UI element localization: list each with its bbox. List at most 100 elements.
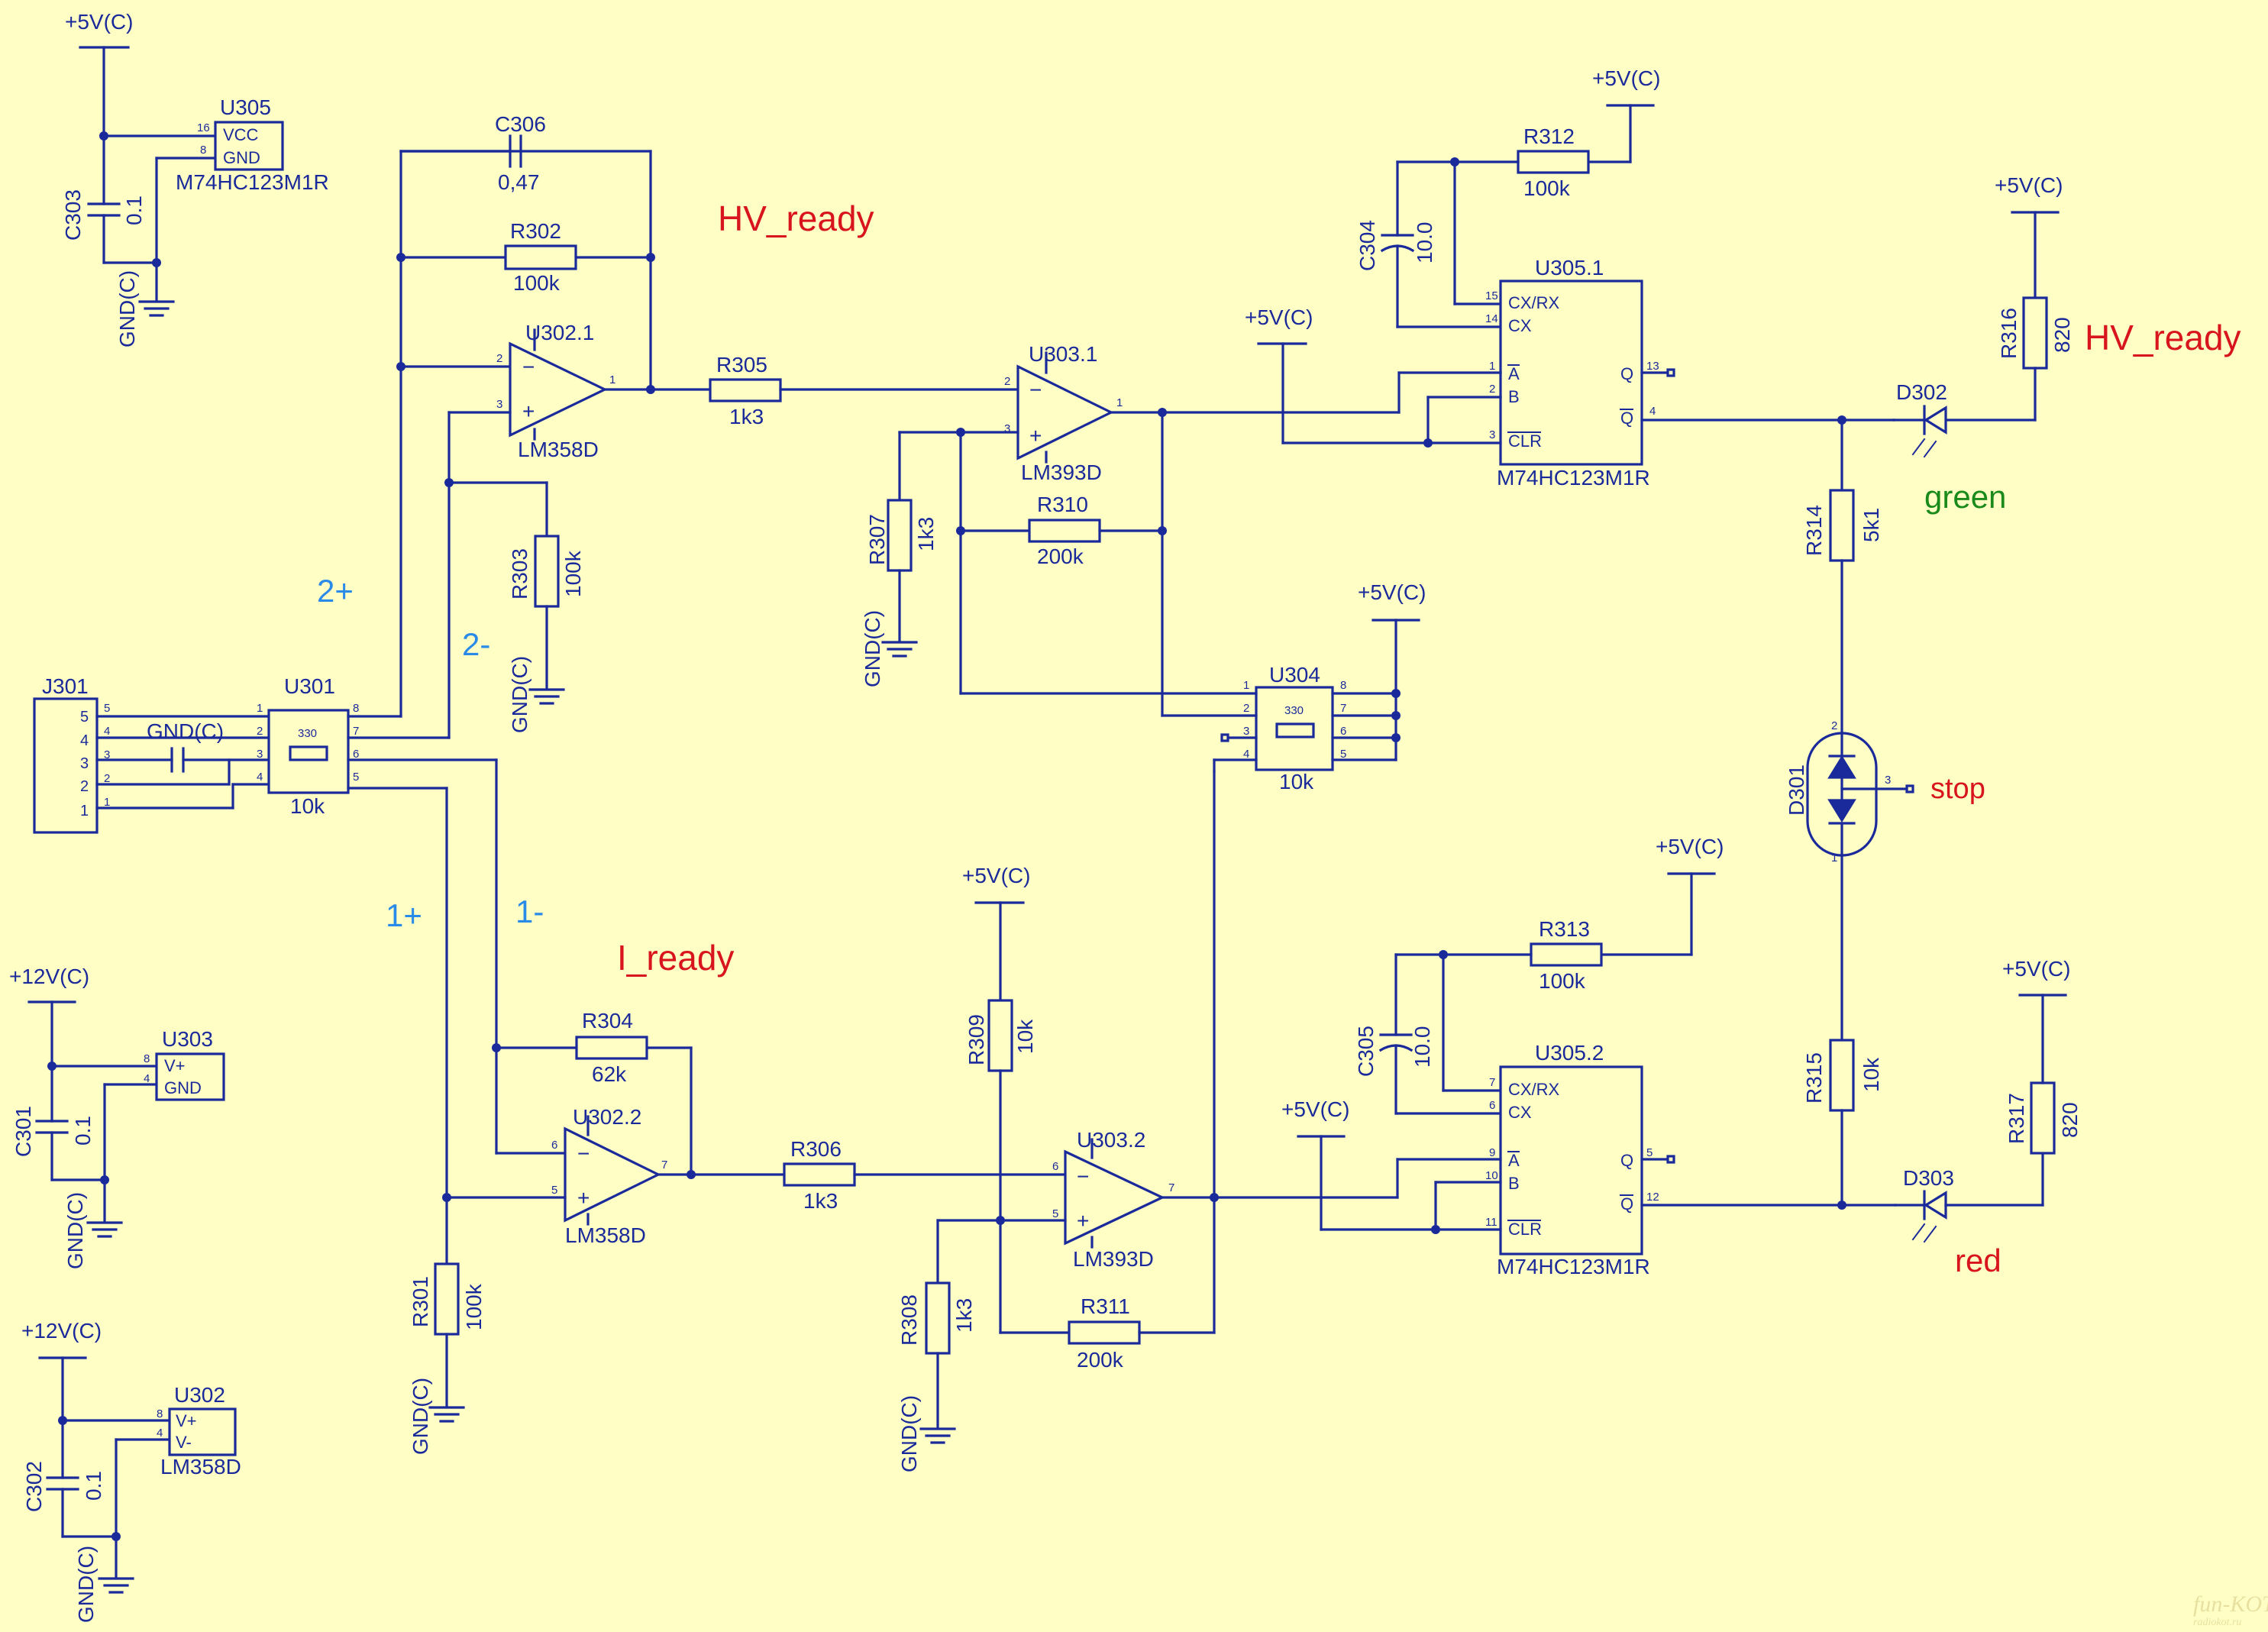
r311-value: 200k [1077,1348,1124,1372]
comparator-u303-1: − + U303.1 LM393D 2 3 1 R307 1k3 GND(C) … [861,342,1401,717]
vcc-label-r317: +5V(C) [2002,957,2070,981]
svg-text:1: 1 [80,803,89,819]
svg-text:+: + [1077,1209,1089,1233]
r304-symbol [575,1036,648,1060]
svg-text:1: 1 [1831,852,1837,864]
input-2-minus-label: 2- [462,626,490,662]
u302-1-part: LM358D [518,438,599,461]
svg-text:4: 4 [157,1427,163,1440]
svg-text:Q: Q [1620,409,1633,428]
svg-text:3: 3 [257,748,263,761]
u305-part: M74HC123M1R [176,170,329,194]
svg-text:2: 2 [1489,383,1495,396]
svg-text:GND(C): GND(C) [861,610,884,687]
c304-ref: C304 [1355,220,1379,271]
u302-power-box [168,1407,237,1456]
svg-text:12: 12 [1646,1191,1659,1204]
r308-value: 1k3 [952,1298,976,1333]
svg-text:1: 1 [104,796,110,809]
svg-text:8: 8 [353,702,359,715]
svg-text:1: 1 [1116,396,1123,409]
r308-symbol [925,1281,951,1355]
r302-ref: R302 [510,219,561,243]
svg-text:2: 2 [104,772,110,785]
monostable-u305-1: +5V(C) R312 100k C304 10.0 U305.1 CX/RX … [1245,66,1895,490]
r317-symbol [2030,1081,2056,1155]
r316-ref: R316 [1997,308,2021,359]
channel-2-amplifier: 2+ 2- C306 0,47 R302 100k − + U302.1 LM3… [317,112,1019,739]
r310-value: 200k [1037,545,1084,568]
svg-text:330: 330 [1284,704,1304,717]
svg-text:330: 330 [298,727,317,740]
u302-2-ref: U302.2 [573,1105,641,1129]
vcc-label-u305-2: +5V(C) [1281,1097,1349,1121]
r310-ref: R310 [1037,493,1088,516]
c302-value: 0.1 [82,1471,105,1501]
svg-text:4: 4 [1649,405,1656,418]
r301-symbol [434,1262,460,1336]
svg-text:GND(C): GND(C) [897,1395,921,1472]
vcc-label-u305: +5V(C) [65,10,133,34]
u303-1-ref: U303.1 [1029,342,1097,366]
svg-text:GND: GND [164,1078,202,1097]
v12-label-u303: +12V(C) [9,965,89,988]
r316-symbol [2022,296,2048,370]
u302-2-part: LM358D [565,1223,646,1247]
svg-text:3: 3 [1489,428,1495,441]
comparator-u303-2: +5V(C) R309 10k − + U303.2 LM393D 6 5 7 … [897,770,1399,1472]
svg-text:V-: V- [176,1433,192,1452]
u302-1-opamp [509,341,608,438]
u302-part: LM358D [160,1455,241,1478]
svg-text:V+: V+ [176,1411,197,1430]
r306-ref: R306 [790,1137,842,1161]
r304-ref: R304 [582,1009,633,1033]
u303-1-comparator [1016,364,1114,461]
u305-2-part: M74HC123M1R [1497,1255,1650,1278]
input-2-plus-label: 2+ [317,573,354,609]
r316-value: 820 [2050,317,2074,353]
svg-text:−: − [1029,378,1042,402]
input-1-minus-label: 1- [515,894,544,929]
d301-ref: D301 [1785,764,1808,816]
red-label: red [1955,1243,2001,1278]
hv-ready-output-label: HV_ready [2085,318,2241,357]
u303-power-block: +12V(C) C301 0.1 GND(C) U303 V+ GND 8 4 [9,965,225,1269]
r306-symbol [783,1162,856,1187]
svg-text:7: 7 [353,725,359,738]
channel-1-amplifier: 1+ 1- R304 62k − + U302.2 LM358D 6 5 7 R… [386,758,1067,1455]
r308-ref: R308 [897,1294,921,1346]
svg-text:8: 8 [1340,679,1346,692]
output-indicator-section: +5V(C) R316 820 D302 green HV_ready R314… [1785,173,2241,1278]
r313-ref: R313 [1539,917,1590,941]
u302-ref: U302 [174,1383,225,1407]
svg-text:6: 6 [1052,1160,1058,1173]
c303-value: 0.1 [122,196,146,225]
c303-ref: C303 [61,189,85,241]
d303-led [1923,1191,1947,1220]
u305-2-ref: U305.2 [1535,1041,1604,1065]
c302-ref: C302 [22,1461,46,1512]
u303-1-part: LM393D [1021,461,1102,484]
svg-text:3: 3 [1004,422,1010,435]
r306-value: 1k3 [803,1189,838,1213]
svg-text:1: 1 [1243,679,1249,692]
u303-power-box [155,1052,225,1101]
svg-text:CLR: CLR [1508,1220,1542,1239]
svg-text:7: 7 [661,1159,667,1171]
u301-ref: U301 [284,674,335,698]
r317-ref: R317 [2005,1093,2028,1144]
svg-text:Q: Q [1620,1151,1633,1170]
svg-text:2: 2 [1831,719,1837,732]
svg-text:10: 10 [1485,1169,1498,1182]
u304-ref: U304 [1269,663,1320,687]
svg-text:5: 5 [1646,1146,1653,1159]
u303-2-ref: U303.2 [1077,1128,1145,1152]
r310-symbol [1028,519,1101,543]
u305-ref: U305 [220,95,271,119]
svg-text:1: 1 [609,373,615,386]
r305-symbol [709,378,782,402]
input-1-plus-label: 1+ [386,897,422,933]
svg-text:+: + [577,1186,590,1210]
svg-text:3: 3 [1885,774,1891,787]
connector-j301: J301 5 4 3 2 1 5 4 3 2 1 GND(C) [33,674,270,834]
